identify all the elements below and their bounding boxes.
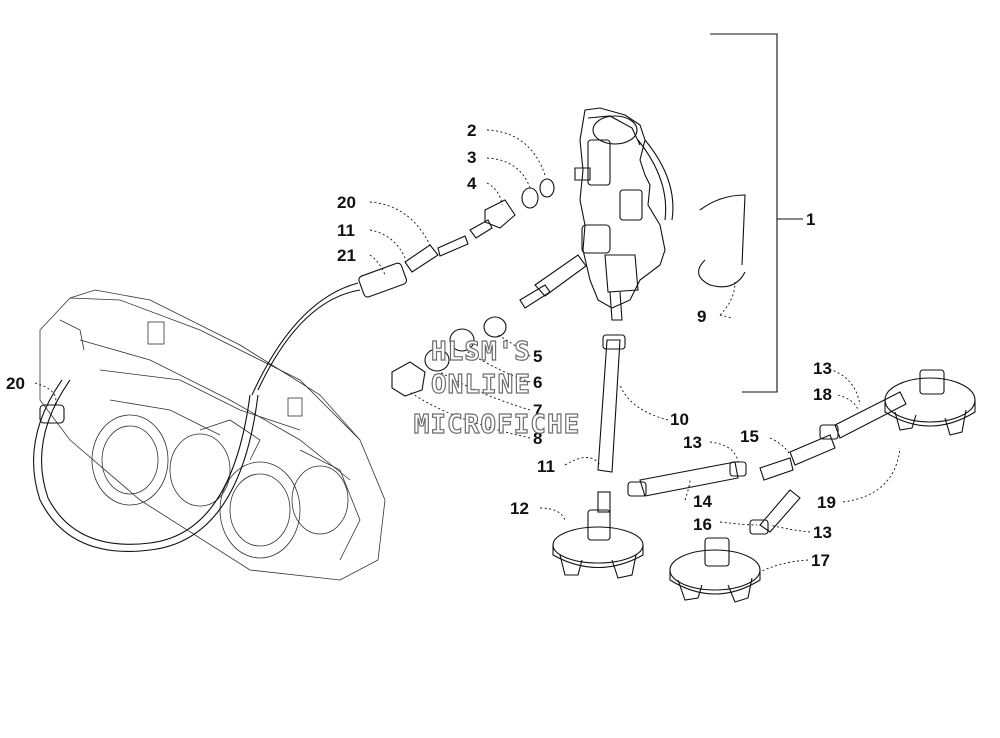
retaining-ring	[698, 259, 746, 288]
callout-4: 4	[467, 174, 477, 193]
washer-2	[539, 178, 555, 198]
callouts: 1 2 3 4 5 6 7 8 9 10 11 11 12 13 13 13 1…	[6, 121, 836, 570]
hose-14	[639, 461, 739, 497]
elbow-16	[759, 489, 801, 533]
callout-5: 5	[533, 347, 542, 366]
callout-2: 2	[467, 121, 476, 140]
callout-21: 21	[337, 246, 356, 265]
vent-hose	[33, 379, 259, 552]
callout-6: 6	[533, 373, 542, 392]
callout-15: 15	[740, 427, 759, 446]
callout-17: 17	[811, 551, 830, 570]
callout-3: 3	[467, 148, 476, 167]
callout-20-left: 20	[6, 374, 25, 393]
bracket-1	[710, 33, 778, 393]
cable	[257, 289, 361, 391]
spring-wire-clip	[699, 194, 746, 266]
watermark-line-1: HLSM'S	[431, 337, 531, 367]
watermark: HLSM'S ONLINE MICROFICHE	[413, 336, 581, 440]
callout-10: 10	[670, 410, 689, 429]
callout-20-upper: 20	[337, 193, 356, 212]
callout-8: 8	[533, 429, 542, 448]
primer-upper	[884, 369, 976, 436]
primer-17	[669, 537, 761, 603]
primer-12	[552, 491, 644, 579]
cable-sleeve	[358, 262, 408, 298]
tee-15	[759, 457, 794, 481]
callout-11-lower: 11	[537, 457, 555, 476]
callout-1: 1	[806, 210, 815, 229]
fitting-barb	[534, 254, 587, 297]
hose-10	[597, 339, 621, 473]
carburetor-assembly	[39, 289, 386, 581]
leader-lines	[34, 129, 901, 573]
callout-9: 9	[697, 307, 706, 326]
callout-11-upper: 11	[337, 221, 355, 240]
callout-7: 7	[533, 401, 542, 420]
callout-18: 18	[813, 385, 832, 404]
hose-clamp-20	[39, 404, 65, 424]
fuel-pump	[574, 107, 674, 321]
washer-7	[424, 348, 450, 372]
callout-19: 19	[817, 493, 836, 512]
nut-8	[391, 361, 426, 397]
callout-14: 14	[693, 492, 712, 511]
callout-13-lower: 13	[813, 523, 832, 542]
washer-3	[521, 187, 539, 209]
washer-5	[483, 316, 507, 338]
callout-13-middle: 13	[683, 433, 702, 452]
watermark-line-2: ONLINE	[431, 370, 531, 400]
watermark-line-3: MICROFICHE	[414, 410, 581, 440]
washer-6	[449, 328, 475, 352]
callout-12: 12	[510, 499, 529, 518]
callout-13-upper: 13	[813, 359, 832, 378]
callout-16: 16	[693, 515, 712, 534]
